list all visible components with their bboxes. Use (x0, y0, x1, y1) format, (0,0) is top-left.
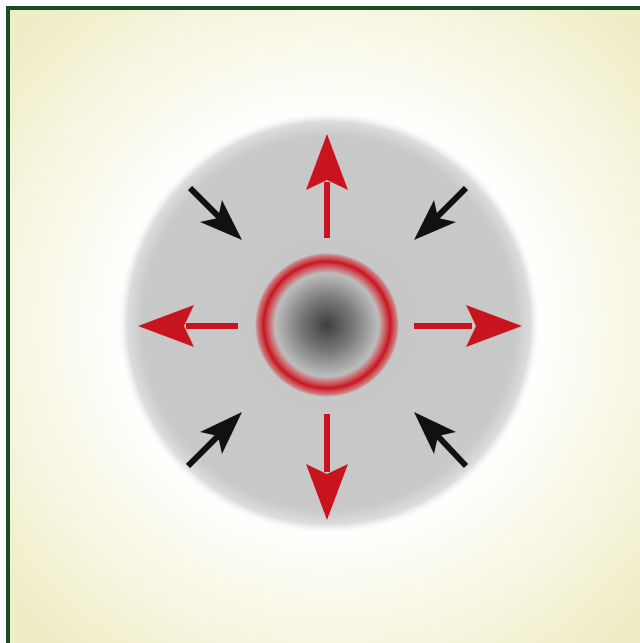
red-ring (255, 253, 399, 397)
